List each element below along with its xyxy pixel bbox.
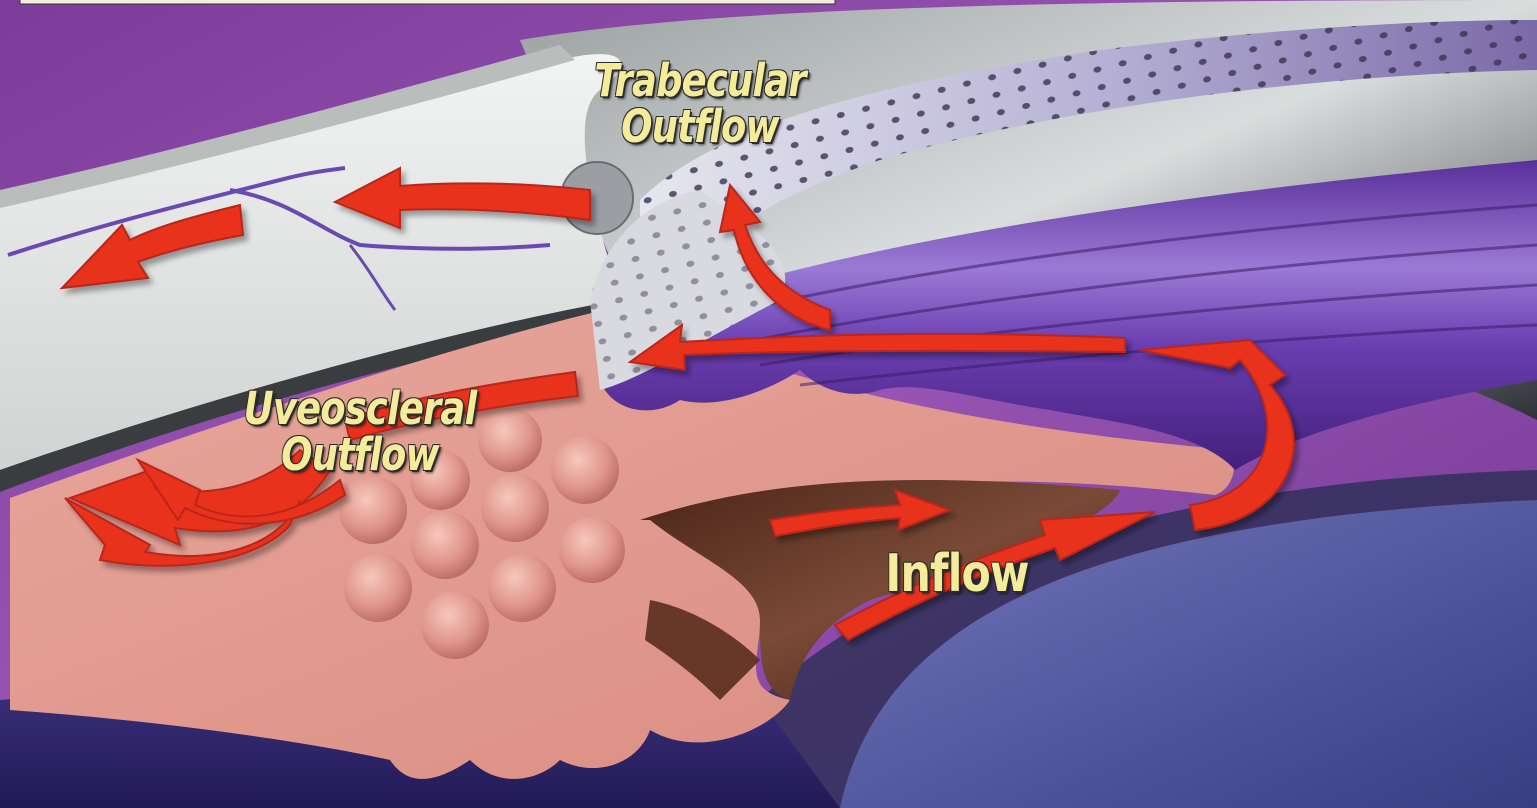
uveoscleral-label-line-1: Uveoscleral bbox=[225, 386, 496, 432]
trabecular-label-line-2: Outflow bbox=[589, 104, 810, 150]
inflow-label: Inflow bbox=[863, 548, 1052, 601]
trabecular-label-line-1: Trabecular bbox=[589, 58, 810, 104]
trabecular-outflow-label: Trabecular Outflow bbox=[589, 58, 810, 150]
uveoscleral-label-line-2: Outflow bbox=[225, 432, 496, 478]
uveoscleral-outflow-label: Uveoscleral Outflow bbox=[225, 386, 496, 478]
top-frame-fragment bbox=[20, 0, 835, 4]
